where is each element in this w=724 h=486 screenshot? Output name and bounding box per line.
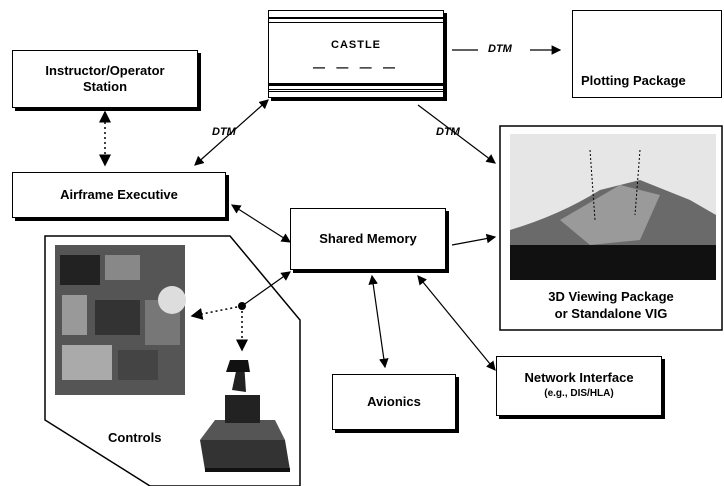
viewing-package-label-1: 3D Viewing Package xyxy=(548,289,674,304)
arrow-castle-airframe xyxy=(194,99,269,166)
viewing-package-label: 3D Viewing Package or Standalone VIG xyxy=(500,288,722,322)
dtm-label-plotting: DTM xyxy=(488,43,512,55)
castle-top-rule xyxy=(269,17,443,23)
plotting-package-box: Plotting Package xyxy=(572,10,722,98)
instructor-station-box: Instructor/Operator Station xyxy=(12,50,198,108)
castle-box: CASTLE — — — — xyxy=(268,10,444,98)
plotting-package-label: Plotting Package xyxy=(581,73,686,88)
dotted-hub-cockpit xyxy=(190,305,243,320)
instructor-station-label-2: Station xyxy=(82,79,128,94)
arrow-shared-avionics xyxy=(368,274,389,369)
castle-title: CASTLE xyxy=(331,39,381,51)
castle-bottom-rule xyxy=(269,83,443,92)
arrow-castle-viewing xyxy=(417,104,496,164)
airframe-executive-box: Airframe Executive xyxy=(12,172,226,218)
shared-memory-box: Shared Memory xyxy=(290,208,446,270)
junction-dot xyxy=(238,302,246,310)
arrow-controls-shared xyxy=(241,271,291,307)
viewing-package-label-2: or Standalone VIG xyxy=(554,306,668,321)
cockpit-image xyxy=(55,245,186,395)
airframe-executive-label: Airframe Executive xyxy=(60,187,178,202)
controls-label: Controls xyxy=(108,430,162,445)
network-interface-box: Network Interface (e.g., DIS/HLA) xyxy=(496,356,662,416)
arrow-shared-network xyxy=(417,275,496,371)
dtm-label-viewing: DTM xyxy=(436,126,460,138)
network-interface-label: Network Interface xyxy=(524,370,634,385)
arrow-airframe-shared xyxy=(230,204,292,243)
network-interface-sublabel: (e.g., DIS/HLA) xyxy=(544,388,614,399)
instructor-station-label-1: Instructor/Operator xyxy=(45,63,165,78)
avionics-label: Avionics xyxy=(367,394,421,409)
arrow-shared-viewing xyxy=(451,233,497,246)
castle-dashes: — — — — xyxy=(312,60,399,74)
dtm-label-airframe: DTM xyxy=(212,126,236,138)
shared-memory-label: Shared Memory xyxy=(319,231,417,246)
viewing-screen xyxy=(499,125,723,331)
avionics-box: Avionics xyxy=(332,374,456,430)
joystick-image xyxy=(200,360,290,472)
